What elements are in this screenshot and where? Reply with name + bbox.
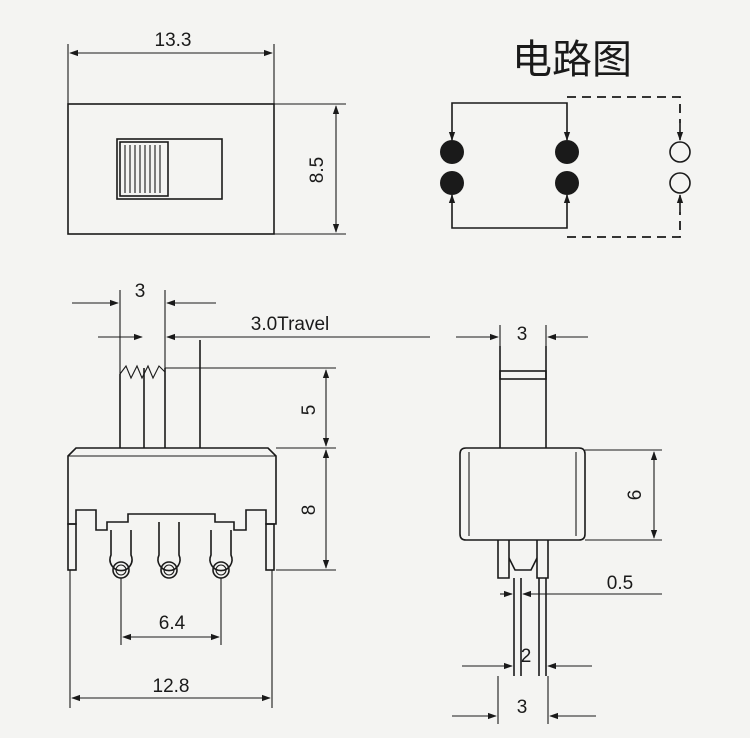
dim-actuator-width: 3 — [135, 281, 146, 302]
actuator-break — [119, 364, 166, 380]
front-view: 3 3.0Travel 5 8 6.4 12.8 — [67, 281, 430, 708]
dim-side-actuator-width: 3 — [517, 324, 528, 345]
contact-filled — [555, 171, 579, 195]
dim-pin-thickness: 0.5 — [607, 573, 633, 594]
dim-pin-width: 2 — [521, 646, 532, 667]
front-view-body — [67, 447, 277, 531]
top-view: 13.3 8.5 — [67, 30, 346, 235]
contact-filled — [555, 140, 579, 164]
circuit-diagram: 电路图 — [440, 37, 691, 238]
top-view-body — [67, 103, 275, 235]
circuit-title: 电路图 — [512, 37, 632, 83]
dim-top-height: 8.5 — [307, 157, 328, 183]
terminal — [109, 530, 133, 579]
side-view: 3 6 0.5 2 3 — [452, 324, 662, 724]
terminal — [209, 530, 233, 579]
contact-open — [669, 141, 691, 163]
contact-filled — [440, 140, 464, 164]
top-view-slot — [116, 138, 223, 200]
dim-pin-pitch: 6.4 — [159, 613, 186, 634]
dim-body-height: 8 — [299, 505, 320, 516]
side-view-body — [459, 447, 586, 541]
dim-body-width: 12.8 — [153, 676, 190, 697]
dim-actuator-height: 5 — [299, 405, 320, 416]
dim-pin-span: 3 — [517, 697, 528, 718]
terminal — [157, 522, 181, 579]
top-view-knob — [119, 141, 169, 197]
contact-filled — [440, 171, 464, 195]
side-actuator-cap — [499, 370, 547, 380]
contact-open — [669, 172, 691, 194]
dim-top-width: 13.3 — [155, 30, 192, 51]
dim-travel: 3.0Travel — [251, 314, 330, 335]
dim-side-body-height: 6 — [625, 490, 646, 501]
